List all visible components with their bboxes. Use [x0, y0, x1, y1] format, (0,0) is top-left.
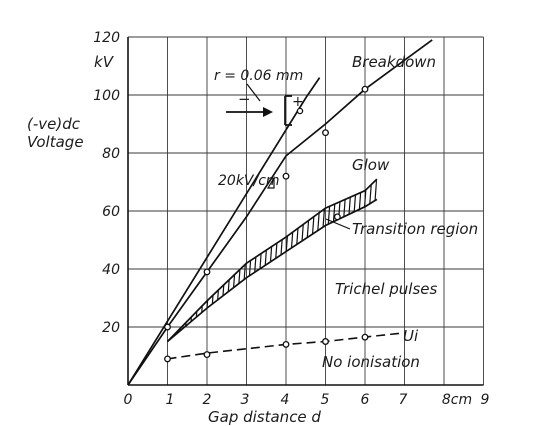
- hatch-line: [277, 179, 294, 342]
- data-point-ui: [361, 333, 369, 341]
- leader-line: [325, 218, 351, 230]
- series-tangent-line: [127, 77, 321, 386]
- hatch-line: [287, 179, 304, 342]
- annotation-radius: r = 0.06 mm: [214, 68, 303, 84]
- hatch-line: [307, 179, 324, 342]
- series-glow-line: [166, 178, 378, 343]
- annotation-no-ionisation: No ionisation: [322, 353, 420, 371]
- hatch-line: [129, 168, 143, 357]
- hatch-line: [134, 168, 148, 357]
- hatch-line: [297, 179, 314, 342]
- radius-leader: [246, 83, 261, 102]
- y-tick-label: 100: [93, 88, 120, 104]
- data-point-ui: [203, 351, 211, 358]
- hatch-line: [222, 179, 239, 342]
- grid: [128, 36, 484, 385]
- x-tick-label: 3: [241, 392, 250, 408]
- y-tick-label: 80: [102, 146, 120, 162]
- annotation-gradient: 20kV/cm: [218, 173, 280, 189]
- y-unit-label: kV: [94, 53, 115, 71]
- y-axis-label: (-ve)dc: [27, 115, 81, 133]
- data-point-breakdown: [203, 268, 211, 276]
- hatch-line: [124, 168, 138, 357]
- x-tick-label: 4: [281, 392, 290, 408]
- data-point-ui: [282, 340, 290, 348]
- x-tick-label: 1: [166, 392, 175, 408]
- hatch-line: [272, 179, 289, 342]
- data-point-glow: [322, 129, 329, 137]
- hatch-line: [212, 179, 229, 342]
- x-tick-label: 9: [481, 392, 490, 408]
- x-tick-label: 0: [124, 392, 133, 408]
- series-breakdown-line: [127, 39, 433, 386]
- annotation-trichel: Trichel pulses: [335, 280, 437, 298]
- data-point-ui: [322, 338, 329, 345]
- hatch-line: [149, 168, 163, 357]
- hatch-line: [119, 168, 133, 357]
- y-tick-label: 120: [93, 30, 120, 46]
- hatch-line: [327, 179, 344, 342]
- y-tick-label: 60: [102, 204, 120, 220]
- hatch-line: [217, 179, 234, 342]
- hatch-line: [187, 179, 204, 342]
- x-tick-label: 8cm: [442, 392, 472, 408]
- electrode-minus: −: [238, 90, 251, 108]
- x-tick-label: 2: [203, 392, 212, 408]
- x-tick-label: 5: [321, 392, 330, 408]
- hatch-line: [144, 168, 158, 357]
- annotation-transition: Transition region: [352, 220, 478, 238]
- hatch-line: [302, 179, 319, 342]
- data-point-glow: [282, 172, 290, 180]
- data-point-glow: [333, 213, 341, 221]
- series-transition-lower-line: [166, 198, 378, 343]
- y-tick-label: 20: [102, 320, 120, 336]
- annotation-glow: Glow: [352, 156, 390, 174]
- hatch-line: [332, 179, 349, 342]
- hatch-line: [139, 168, 153, 357]
- x-axis-label: Gap distance d: [208, 408, 321, 426]
- gradient-triangle: [266, 175, 275, 189]
- annotation-ui: Ui: [403, 327, 419, 345]
- y-tick-label: 40: [102, 262, 120, 278]
- annotation-breakdown: Breakdown: [352, 53, 436, 71]
- hatch-line: [292, 179, 309, 342]
- series-ui-line: [167, 332, 405, 360]
- electrode-plus: +: [292, 94, 304, 110]
- y-axis-label: Voltage: [27, 133, 84, 151]
- hatch-line: [182, 179, 199, 342]
- data-point-breakdown: [164, 323, 171, 331]
- data-point-breakdown: [361, 85, 369, 93]
- hatch-line: [197, 179, 214, 342]
- hatch-line: [227, 179, 244, 342]
- hatch-line: [337, 179, 354, 342]
- electrode-bracket: [284, 95, 292, 126]
- x-tick-label: 7: [399, 392, 408, 408]
- hatch-line: [192, 179, 209, 342]
- data-point-ui: [164, 355, 171, 363]
- electrode-tip: [296, 107, 304, 115]
- hatch-line: [202, 179, 219, 342]
- hatch-line: [207, 179, 224, 342]
- x-tick-label: 6: [361, 392, 370, 408]
- arrow-head: [263, 107, 273, 117]
